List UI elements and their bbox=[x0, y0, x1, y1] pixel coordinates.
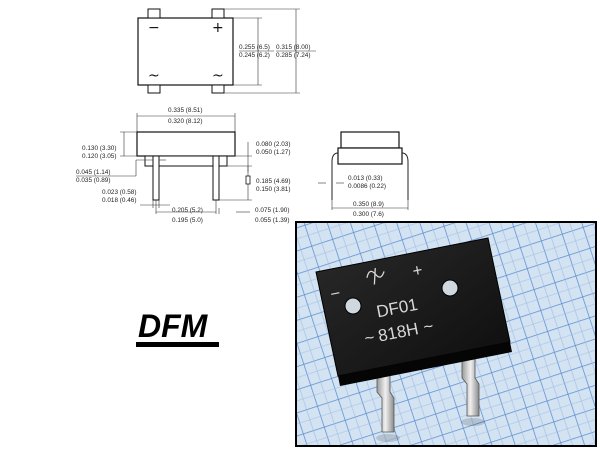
dim-standoff-min: 0.050 (1.27) bbox=[256, 149, 290, 156]
dim-lead-thickness-max: 0.023 (0.58) bbox=[102, 189, 136, 196]
side-view-lead bbox=[152, 155, 160, 201]
top-view: − + ~ ~ 0.255 (6.5) 0.245 (6.2) 0.315 (8… bbox=[137, 8, 316, 94]
dim-lead-width-max: 0.045 (1.14) bbox=[76, 169, 110, 176]
side-view-base bbox=[144, 155, 228, 167]
dim-lead-pitch-min: 0.195 (5.0) bbox=[172, 217, 203, 224]
dim-body-height-max: 0.130 (3.30) bbox=[82, 145, 116, 152]
dim-lead-end-min: 0.055 (1.39) bbox=[255, 217, 289, 224]
dim-body-width-max: 0.335 (8.51) bbox=[168, 107, 202, 114]
end-view-lead-right bbox=[401, 152, 409, 200]
dim-body-width-min: 0.320 (8.12) bbox=[168, 118, 202, 125]
top-view-pin-tab bbox=[211, 84, 225, 94]
dim-lead-gauge-max: 0.013 (0.33) bbox=[348, 175, 382, 182]
photo-frame bbox=[295, 221, 597, 447]
dim-body-height-min: 0.120 (3.05) bbox=[82, 153, 116, 160]
dim-lead-length-max: 0.185 (4.69) bbox=[256, 178, 290, 185]
photo-manufacturer-logo bbox=[366, 268, 385, 285]
dim-lead-end-max: 0.075 (1.90) bbox=[255, 207, 289, 214]
dim-lead-pitch-max: 0.205 (5.2) bbox=[172, 207, 203, 214]
side-view-lead bbox=[212, 155, 220, 201]
plus-pin-symbol: + bbox=[212, 20, 224, 36]
package-name: DFM bbox=[138, 308, 209, 344]
photo-minus-symbol: − bbox=[329, 283, 342, 304]
package-label: DFM bbox=[136, 308, 219, 347]
top-view-pin-tab bbox=[147, 84, 161, 94]
package-underline bbox=[136, 342, 219, 347]
dim-lead-thickness-min: 0.018 (0.46) bbox=[102, 197, 136, 204]
top-view-body bbox=[137, 17, 234, 86]
dim-height-inner-max: 0.255 (6.5) bbox=[239, 44, 270, 51]
end-view: 0.013 (0.33) 0.0086 (0.22) 0.350 (8.9) 0… bbox=[318, 131, 409, 218]
photo-chip-hole bbox=[441, 279, 459, 297]
photo-ac-symbol-left: ~ bbox=[363, 328, 376, 349]
photo-chip-edge bbox=[338, 342, 512, 386]
dim-lead-length-min: 0.150 (3.81) bbox=[256, 186, 290, 193]
minus-pin-symbol: − bbox=[148, 20, 160, 36]
top-view-pin-tab bbox=[147, 8, 161, 19]
dim-span-max: 0.350 (8.9) bbox=[353, 201, 384, 208]
ac-pin-symbol: ~ bbox=[148, 68, 160, 84]
ac-pin-symbol: ~ bbox=[212, 68, 224, 84]
dim-height-outer-min: 0.285 (7.24) bbox=[276, 52, 310, 59]
dim-span-min: 0.300 (7.6) bbox=[353, 211, 384, 218]
photo-chip-hole bbox=[344, 297, 362, 315]
component-photo: − + DF01 ~ 818H ~ bbox=[295, 221, 597, 447]
dim-lead-gauge-min: 0.0086 (0.22) bbox=[348, 183, 386, 190]
end-view-body-top bbox=[340, 131, 400, 149]
photo-plus-symbol: + bbox=[411, 260, 424, 281]
side-view: 0.335 (8.51) 0.320 (8.12) 0.130 (3.30) 0… bbox=[76, 107, 290, 224]
dim-height-inner-min: 0.245 (6.2) bbox=[239, 52, 270, 59]
dim-lead-width-min: 0.035 (0.89) bbox=[76, 177, 110, 184]
top-view-pin-tab bbox=[211, 8, 225, 19]
photo-ac-symbol-right: ~ bbox=[422, 316, 435, 337]
end-view-lead-left bbox=[331, 152, 339, 200]
dim-height-outer-max: 0.315 (8.00) bbox=[276, 44, 310, 51]
dim-standoff-max: 0.080 (2.03) bbox=[256, 141, 290, 148]
side-view-body bbox=[136, 131, 236, 157]
end-view-body bbox=[337, 147, 403, 165]
